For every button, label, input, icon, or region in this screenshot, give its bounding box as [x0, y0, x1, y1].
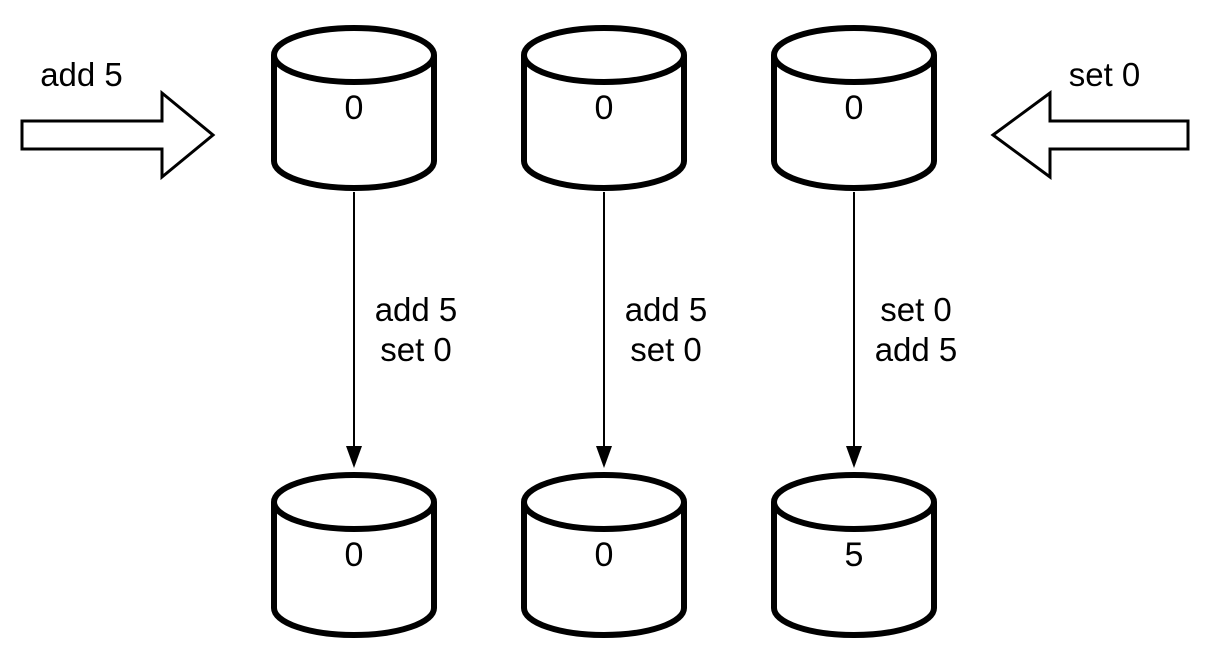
incoming-write-left-label: add 5 — [40, 56, 123, 93]
database-cylinder-icon: 0 — [771, 25, 937, 191]
edge-label-2: add 5 set 0 — [624, 291, 708, 368]
replica-bottom-3-value: 5 — [845, 536, 864, 574]
replica-bottom-1-value: 0 — [345, 536, 364, 574]
database-cylinder-icon: 0 — [521, 472, 687, 638]
replica-bottom-2-value: 0 — [595, 536, 614, 574]
down-arrow-connector-icon — [846, 192, 862, 468]
database-cylinder-icon: 0 — [521, 25, 687, 191]
replica-top-3-value: 0 — [845, 89, 864, 127]
database-cylinder-icon: 5 — [771, 472, 937, 638]
down-arrow-connector-icon — [346, 192, 362, 468]
replica-top-2-value: 0 — [595, 89, 614, 127]
down-arrow-connector-icon — [596, 192, 612, 468]
block-arrow-left-icon — [990, 90, 1190, 180]
database-cylinder-icon: 0 — [271, 25, 437, 191]
database-cylinder-icon: 0 — [271, 472, 437, 638]
incoming-write-right-label: set 0 — [1068, 56, 1141, 93]
block-arrow-right-icon — [20, 89, 216, 181]
edge-label-3: set 0 add 5 — [874, 291, 958, 368]
edge-label-1: add 5 set 0 — [374, 291, 458, 368]
replica-top-1-value: 0 — [345, 89, 364, 127]
